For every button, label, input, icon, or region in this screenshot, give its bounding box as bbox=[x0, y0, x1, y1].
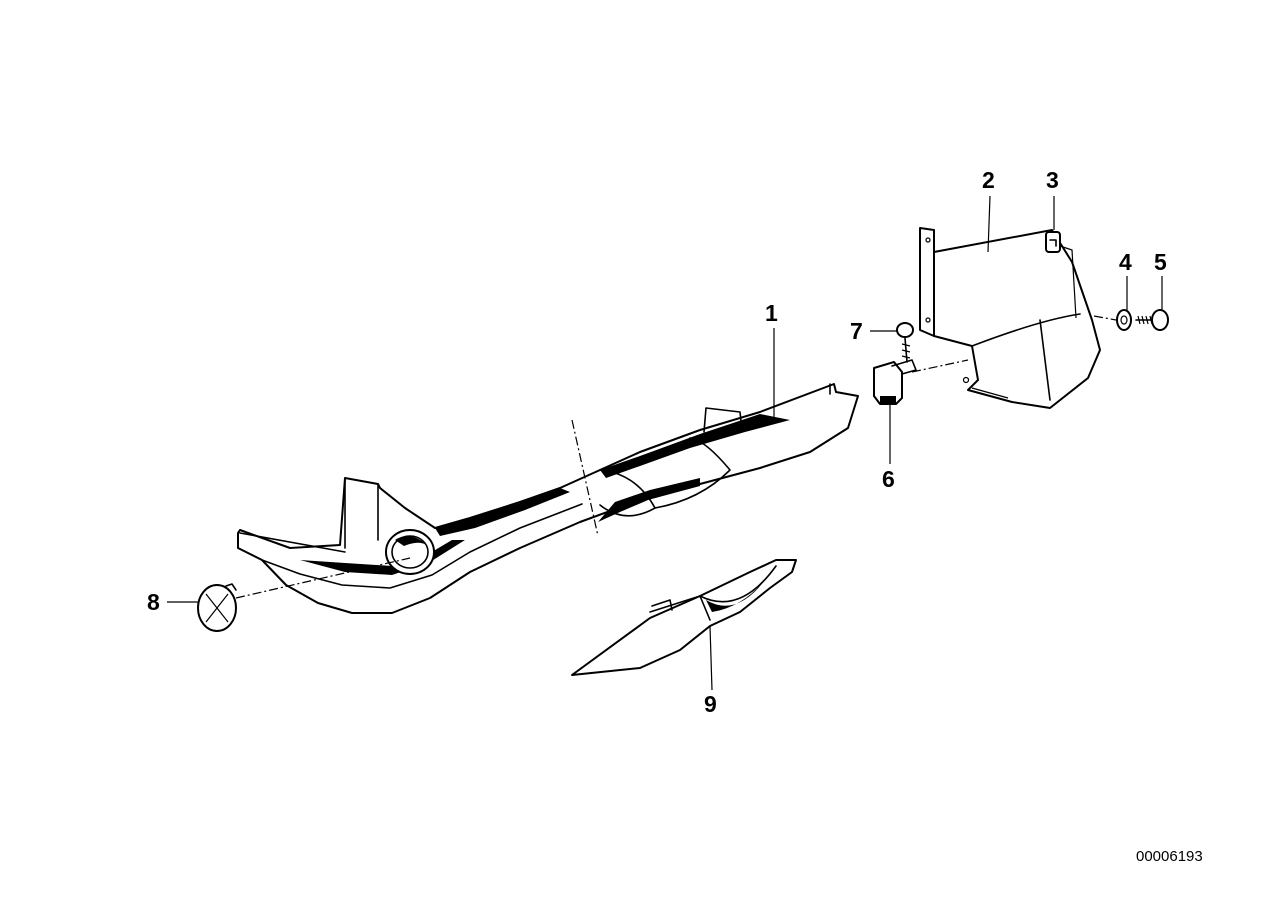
callout-part-4: 4 bbox=[1119, 249, 1132, 275]
leader-2 bbox=[987, 195, 991, 253]
callout-part-6: 6 bbox=[882, 466, 895, 492]
callout-part-1: 1 bbox=[765, 300, 778, 326]
callout-part-8: 8 bbox=[147, 589, 160, 615]
assembly-line-part-4-5 bbox=[1093, 315, 1117, 321]
callout-part-7: 7 bbox=[850, 318, 863, 344]
leader-9 bbox=[709, 625, 713, 691]
part-3-clip-nut bbox=[1045, 231, 1061, 253]
part-7-screw bbox=[896, 322, 914, 363]
callout-part-3: 3 bbox=[1046, 167, 1059, 193]
figure-number: 00006193 bbox=[1136, 848, 1203, 865]
part-4-washer bbox=[1116, 309, 1132, 331]
part-9-lower-cover bbox=[571, 559, 797, 676]
assembly-line-part-3 bbox=[1059, 245, 1077, 319]
leader-lines bbox=[167, 195, 1163, 691]
part-8-round-cap bbox=[197, 583, 237, 632]
callout-part-2: 2 bbox=[982, 167, 995, 193]
callout-part-5: 5 bbox=[1154, 249, 1167, 275]
part-1-lower-trim-panel bbox=[237, 383, 859, 614]
callout-part-9: 9 bbox=[704, 691, 717, 717]
part-5-screw bbox=[1135, 309, 1169, 331]
centre-line-part-1 bbox=[571, 419, 599, 537]
assembly-line-part-8 bbox=[235, 557, 411, 599]
part-6-clamp bbox=[873, 359, 917, 405]
part-2-upper-cover bbox=[919, 227, 1101, 409]
assembly-line-part-6 bbox=[911, 359, 969, 373]
